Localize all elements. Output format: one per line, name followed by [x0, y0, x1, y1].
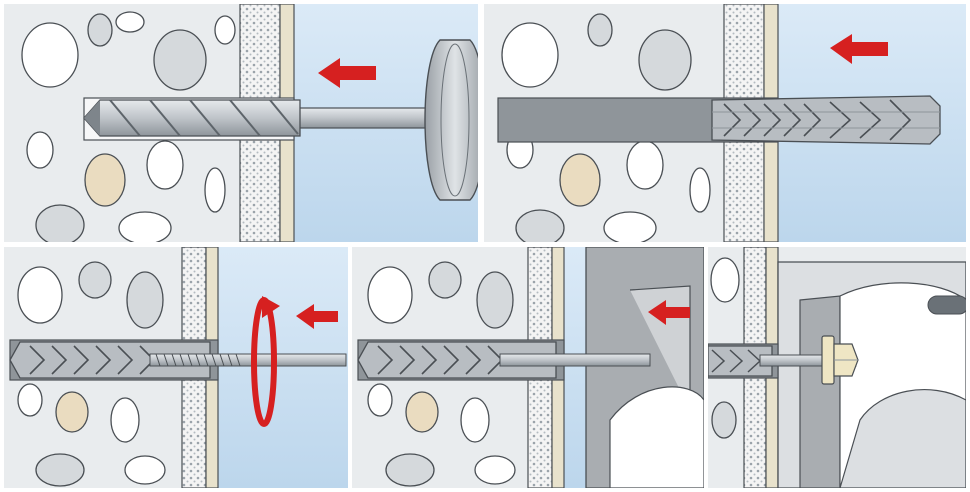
arrow-left-icon: [648, 300, 690, 325]
threaded-rod: [149, 353, 347, 367]
panel-5-tighten: [708, 247, 966, 488]
threaded-rod: [499, 353, 651, 367]
arrow-left-icon: [296, 304, 338, 329]
nut-and-washer: [821, 335, 859, 385]
bracket: [585, 247, 704, 488]
panel-4-fixture: [352, 247, 704, 488]
wall-plug: [711, 95, 941, 145]
wall-plug: [708, 345, 773, 377]
panel-3-threaded-rod: [4, 247, 348, 488]
rotate-icon: [251, 296, 280, 427]
bracket: [777, 261, 966, 488]
arrow-left-icon: [318, 58, 376, 88]
panel-1-drill: [4, 4, 478, 242]
arrow-left-icon: [830, 34, 888, 64]
drill-chuck-disc: [424, 39, 478, 201]
drill-bit: [83, 99, 451, 137]
masonry-wall: [710, 257, 740, 439]
panel-2-insert-plug: [484, 4, 966, 242]
